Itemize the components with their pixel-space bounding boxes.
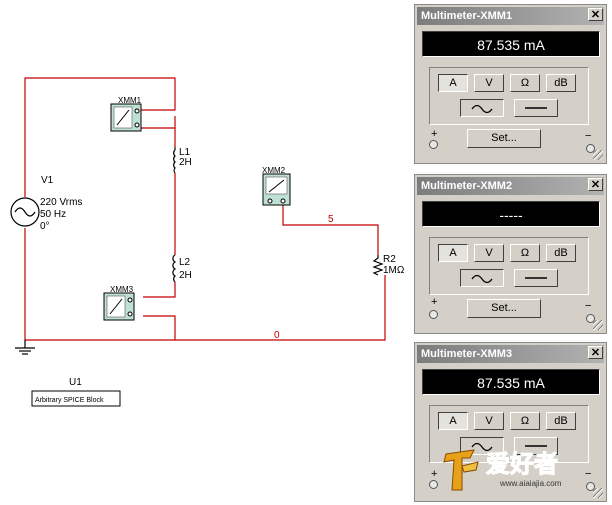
plus-label: + bbox=[431, 296, 438, 308]
inductor-l2-name: L2 bbox=[179, 257, 191, 268]
set-button[interactable]: Set... bbox=[467, 299, 541, 318]
ac-source-v1[interactable] bbox=[10, 197, 40, 227]
mode-panel: A V Ω dB bbox=[429, 237, 589, 295]
watermark-emblem-icon bbox=[443, 449, 479, 491]
plus-label: + bbox=[431, 468, 438, 480]
plus-terminal-icon[interactable] bbox=[429, 310, 438, 319]
window-title[interactable]: Multimeter-XMM3 bbox=[417, 345, 604, 363]
source-voltage: 220 Vrms bbox=[40, 197, 82, 208]
inductor-l1-value: 2H bbox=[179, 157, 192, 168]
plus-terminal-icon[interactable] bbox=[429, 480, 438, 489]
sine-wave-icon bbox=[471, 104, 493, 114]
minus-terminal-icon[interactable] bbox=[586, 482, 595, 491]
resize-grip-icon[interactable] bbox=[593, 150, 603, 160]
sine-wave-icon bbox=[471, 442, 493, 452]
inductor-l1[interactable] bbox=[173, 147, 176, 174]
mode-db-button[interactable]: dB bbox=[546, 74, 576, 92]
mode-ammeter-button[interactable]: A bbox=[438, 74, 468, 92]
multimeter-window-xmm1[interactable]: Multimeter-XMM1 ✕ 87.535 mA A V Ω dB Set… bbox=[414, 4, 607, 164]
plus-terminal-icon[interactable] bbox=[429, 140, 438, 149]
net-label-5: 5 bbox=[328, 214, 334, 225]
ac-mode-button[interactable] bbox=[460, 437, 504, 455]
meter-xmm3-label: XMM3 bbox=[110, 285, 134, 294]
meter-display: 87.535 mA bbox=[422, 31, 600, 57]
minus-label: − bbox=[585, 468, 592, 480]
block-label: Arbitrary SPICE Block bbox=[35, 397, 104, 404]
source-name: V1 bbox=[41, 175, 54, 186]
spice-block[interactable]: Arbitrary SPICE Block bbox=[31, 390, 121, 407]
inductor-l2[interactable] bbox=[172, 254, 177, 283]
meter-display: ----- bbox=[422, 201, 600, 227]
close-button[interactable]: ✕ bbox=[588, 346, 603, 359]
resistor-r2[interactable] bbox=[372, 255, 384, 276]
dc-line-icon bbox=[525, 277, 547, 279]
meter-xmm1-symbol[interactable]: XMM1 bbox=[110, 96, 142, 132]
mode-ammeter-button[interactable]: A bbox=[438, 412, 468, 430]
meter-xmm2-symbol[interactable]: XMM2 bbox=[262, 166, 291, 206]
meter-xmm1-label: XMM1 bbox=[118, 96, 142, 105]
dc-line-icon bbox=[525, 107, 547, 109]
resize-grip-icon[interactable] bbox=[593, 488, 603, 498]
dc-mode-button[interactable] bbox=[514, 269, 558, 287]
set-button[interactable]: Set... bbox=[467, 129, 541, 148]
multimeter-window-xmm3[interactable]: Multimeter-XMM3 ✕ 87.535 mA A V Ω dB + − bbox=[414, 342, 607, 502]
watermark-url: www.aiaiajia.com bbox=[499, 479, 562, 488]
resize-grip-icon[interactable] bbox=[593, 320, 603, 330]
ac-mode-button[interactable] bbox=[460, 99, 504, 117]
resistor-name: R2 bbox=[383, 254, 396, 265]
meter-display: 87.535 mA bbox=[422, 369, 600, 395]
ground-symbol bbox=[15, 340, 35, 355]
inductor-l1-name: L1 bbox=[179, 147, 191, 158]
window-title[interactable]: Multimeter-XMM1 bbox=[417, 7, 604, 25]
plus-label: + bbox=[431, 128, 438, 140]
watermark-text: 爱好者 bbox=[486, 450, 558, 478]
meter-xmm2-label: XMM2 bbox=[262, 166, 286, 175]
multimeter-window-xmm2[interactable]: Multimeter-XMM2 ✕ ----- A V Ω dB Set... … bbox=[414, 174, 607, 334]
block-name: U1 bbox=[69, 377, 82, 388]
mode-panel: A V Ω dB bbox=[429, 67, 589, 125]
minus-label: − bbox=[585, 300, 592, 312]
mode-ohmmeter-button[interactable]: Ω bbox=[510, 244, 540, 262]
mode-panel: A V Ω dB bbox=[429, 405, 589, 463]
mode-ohmmeter-button[interactable]: Ω bbox=[510, 412, 540, 430]
mode-db-button[interactable]: dB bbox=[546, 244, 576, 262]
source-phase: 0° bbox=[40, 221, 50, 232]
inductor-l2-value: 2H bbox=[179, 270, 192, 281]
dc-mode-button[interactable] bbox=[514, 99, 558, 117]
net-label-0: 0 bbox=[274, 330, 280, 341]
mode-db-button[interactable]: dB bbox=[546, 412, 576, 430]
mode-voltmeter-button[interactable]: V bbox=[474, 74, 504, 92]
minus-terminal-icon[interactable] bbox=[586, 144, 595, 153]
sine-wave-icon bbox=[471, 274, 493, 284]
mode-voltmeter-button[interactable]: V bbox=[474, 244, 504, 262]
meter-xmm3-symbol[interactable]: XMM3 bbox=[103, 285, 135, 321]
window-title[interactable]: Multimeter-XMM2 bbox=[417, 177, 604, 195]
minus-label: − bbox=[585, 130, 592, 142]
resistor-value: 1MΩ bbox=[383, 265, 405, 276]
close-button[interactable]: ✕ bbox=[588, 8, 603, 21]
wires bbox=[24, 77, 386, 341]
mode-ohmmeter-button[interactable]: Ω bbox=[510, 74, 540, 92]
ac-mode-button[interactable] bbox=[460, 269, 504, 287]
dc-line-icon bbox=[525, 445, 547, 447]
source-frequency: 50 Hz bbox=[40, 209, 66, 220]
mode-ammeter-button[interactable]: A bbox=[438, 244, 468, 262]
close-button[interactable]: ✕ bbox=[588, 178, 603, 191]
mode-voltmeter-button[interactable]: V bbox=[474, 412, 504, 430]
minus-terminal-icon[interactable] bbox=[586, 314, 595, 323]
dc-mode-button[interactable] bbox=[514, 437, 558, 455]
watermark-logo: 爱好者 www.aiaiajia.com bbox=[443, 449, 562, 491]
